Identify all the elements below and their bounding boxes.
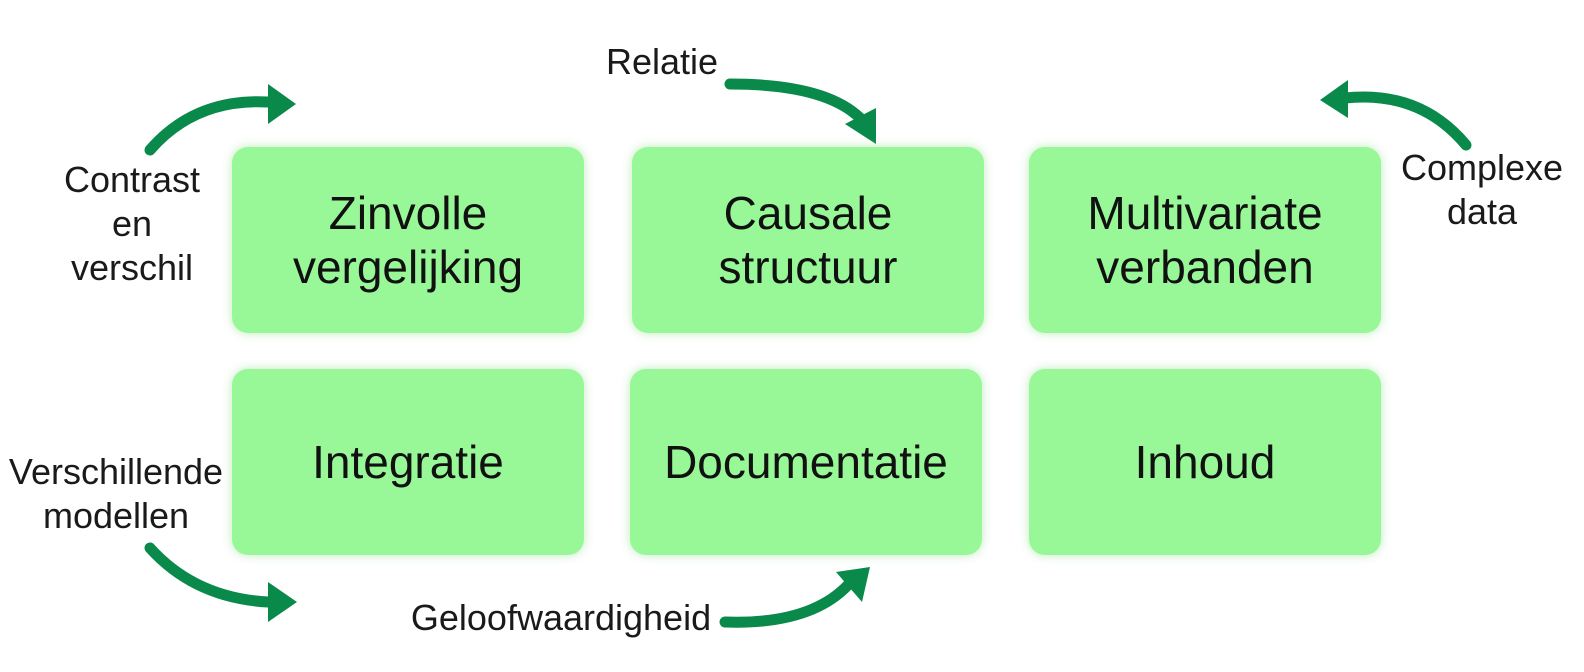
box-content: Inhoud — [1029, 369, 1381, 555]
arrow-relation-to-causal — [724, 78, 876, 144]
label-contrast-line1: Contrast — [63, 159, 201, 200]
box-label-line2: vergelijking — [292, 241, 524, 293]
arrow-credibility-to-documentation — [719, 567, 870, 628]
label-models-line1: Verschillende — [8, 451, 224, 492]
box-documentation: Documentatie — [630, 369, 982, 555]
label-complex-line1: Complexe — [1400, 147, 1564, 188]
label-contrast-line2: en — [111, 203, 153, 244]
box-label-line2: verbanden — [1096, 241, 1314, 293]
label-complex-line2: data — [1446, 191, 1518, 232]
label-relation-line1: Relatie — [605, 41, 719, 82]
arrow-complex-to-multivariate — [1320, 80, 1472, 151]
label-credibility: Geloofwaardigheid — [400, 596, 722, 640]
box-label-line1: Causale — [723, 187, 893, 239]
box-meaningful-comparison: Zinvolle vergelijking — [232, 147, 584, 333]
box-label-line2: structuur — [718, 241, 898, 293]
box-label-line1: Multivariate — [1087, 187, 1323, 239]
label-credibility-line1: Geloofwaardigheid — [410, 597, 712, 638]
box-multivariate-relations: Multivariate verbanden — [1029, 147, 1381, 333]
arrow-models-to-integration — [144, 542, 297, 622]
box-label-line1: Integratie — [312, 436, 504, 488]
label-contrast: Contrast en verschil — [50, 158, 214, 290]
box-causal-structure: Causale structuur — [632, 147, 984, 333]
box-label-line1: Documentatie — [664, 436, 948, 488]
label-contrast-line3: verschil — [70, 247, 194, 288]
label-complex-data: Complexe data — [1392, 146, 1572, 234]
label-different-models: Verschillende modellen — [2, 450, 230, 538]
label-models-line2: modellen — [42, 495, 190, 536]
arrow-contrast-to-comparison — [144, 84, 296, 156]
box-label-line1: Inhoud — [1134, 436, 1276, 488]
label-relation: Relatie — [592, 40, 732, 84]
box-label-line1: Zinvolle — [328, 187, 488, 239]
box-integration: Integratie — [232, 369, 584, 555]
